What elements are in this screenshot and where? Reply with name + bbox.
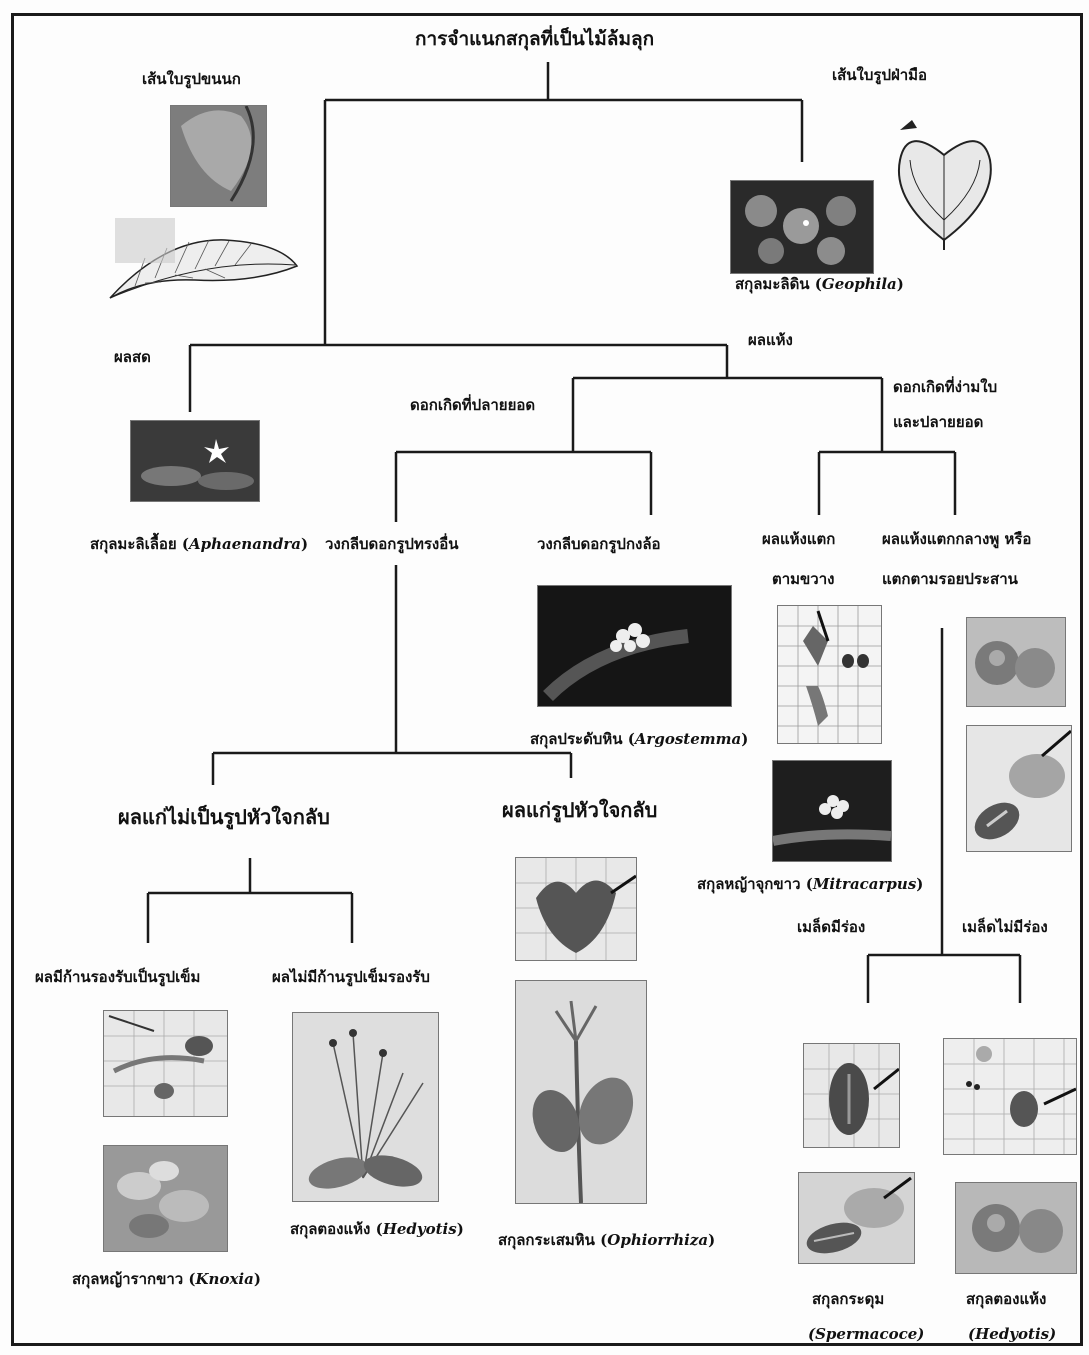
- photo-mitracarpus-flower: [772, 760, 892, 862]
- leaf-photo-pinnate: [170, 105, 267, 207]
- label-needle-stalk: ผลมีก้านรองรับเป็นรูปเข็ม: [35, 968, 201, 986]
- photo-middle-split-seed: [966, 725, 1072, 852]
- label-axil-flower-1: ดอกเกิดที่ง่ามใบ: [893, 378, 998, 396]
- leaf-drawing-palmate: [892, 110, 997, 250]
- label-axil-flower-2: และปลายยอด: [893, 413, 984, 431]
- label-genus-ophiorrhiza: สกุลกระเสมหิน (Ophiorrhiza): [498, 1231, 716, 1249]
- photo-spermacoce-fruit: [798, 1172, 915, 1264]
- photo-geophila: [730, 180, 874, 274]
- photo-hedyotis-plant: [292, 1012, 439, 1202]
- photo-knoxia-fruit: [103, 1010, 228, 1117]
- label-pinnate-venation: เส้นใบรูปขนนก: [142, 70, 241, 88]
- diagram-title: การจำแนกสกุลที่เป็นไม้ล้มลุก: [415, 28, 655, 50]
- label-middle-split-2: แตกตามรอยประสาน: [882, 570, 1018, 588]
- label-genus-spermacoce: สกุลกระดุม: [812, 1290, 885, 1308]
- photo-mitracarpus-fruit: [777, 605, 882, 744]
- label-genus-knoxia: สกุลหญ้ารากขาว (Knoxia): [72, 1270, 261, 1288]
- photo-ophiorrhiza: [515, 980, 647, 1204]
- label-genus-hedyotis-2-sci: (Hedyotis): [968, 1325, 1057, 1343]
- label-wheel-corolla: วงกลีบดอกรูปกงล้อ: [537, 535, 661, 553]
- label-genus-geophila: สกุลมะลิดิน (Geophila): [735, 275, 904, 293]
- label-genus-spermacoce-sci: (Spermacoce): [808, 1325, 925, 1343]
- photo-argostemma: [537, 585, 732, 707]
- label-genus-argostemma: สกุลประดับหิน (Argostemma): [530, 730, 749, 748]
- label-fresh-fruit: ผลสด: [114, 348, 151, 366]
- photo-spermacoce-seed: [803, 1043, 900, 1148]
- label-seed-not-grooved: เมล็ดไม่มีร่อง: [962, 918, 1048, 936]
- label-dry-fruit: ผลแห้ง: [748, 331, 793, 349]
- label-fruit-not-heart: ผลแก่ไม่เป็นรูปหัวใจกลับ: [118, 805, 330, 829]
- label-other-corolla: วงกลีบดอกรูปทรงอื่น: [325, 535, 459, 553]
- label-middle-split-1: ผลแห้งแตกกลางพู หรือ: [882, 530, 1032, 548]
- label-no-needle-stalk: ผลไม่มีก้านรูปเข็มรองรับ: [272, 968, 430, 986]
- label-transverse-1: ผลแห้งแตก: [762, 530, 836, 548]
- photo-knoxia-plant: [103, 1145, 228, 1252]
- label-fruit-heart: ผลแก่รูปหัวใจกลับ: [502, 798, 658, 822]
- photo-hedyotis-seed: [943, 1038, 1077, 1155]
- photo-heart-fruit: [515, 857, 637, 961]
- photo-aphaenandra: [130, 420, 260, 502]
- label-seed-grooved: เมล็ดมีร่อง: [797, 918, 866, 936]
- photo-middle-split-fruit: [966, 617, 1066, 707]
- label-palmate-venation: เส้นใบรูปฝ่ามือ: [832, 66, 928, 84]
- leaf-drawing-pinnate: [105, 218, 300, 303]
- label-genus-hedyotis: สกุลตองแห้ง (Hedyotis): [290, 1220, 464, 1238]
- label-transverse-2: ตามขวาง: [772, 570, 835, 588]
- diagram-frame: [11, 13, 1083, 1346]
- label-genus-aphaenandra: สกุลมะลิเลื้อย (Aphaenandra): [90, 535, 309, 553]
- label-terminal-flower: ดอกเกิดที่ปลายยอด: [410, 396, 536, 414]
- photo-hedyotis-fruit: [955, 1182, 1077, 1274]
- label-genus-mitracarpus: สกุลหญ้าจุกขาว (Mitracarpus): [697, 875, 924, 893]
- label-genus-hedyotis-2: สกุลตองแห้ง: [966, 1290, 1047, 1308]
